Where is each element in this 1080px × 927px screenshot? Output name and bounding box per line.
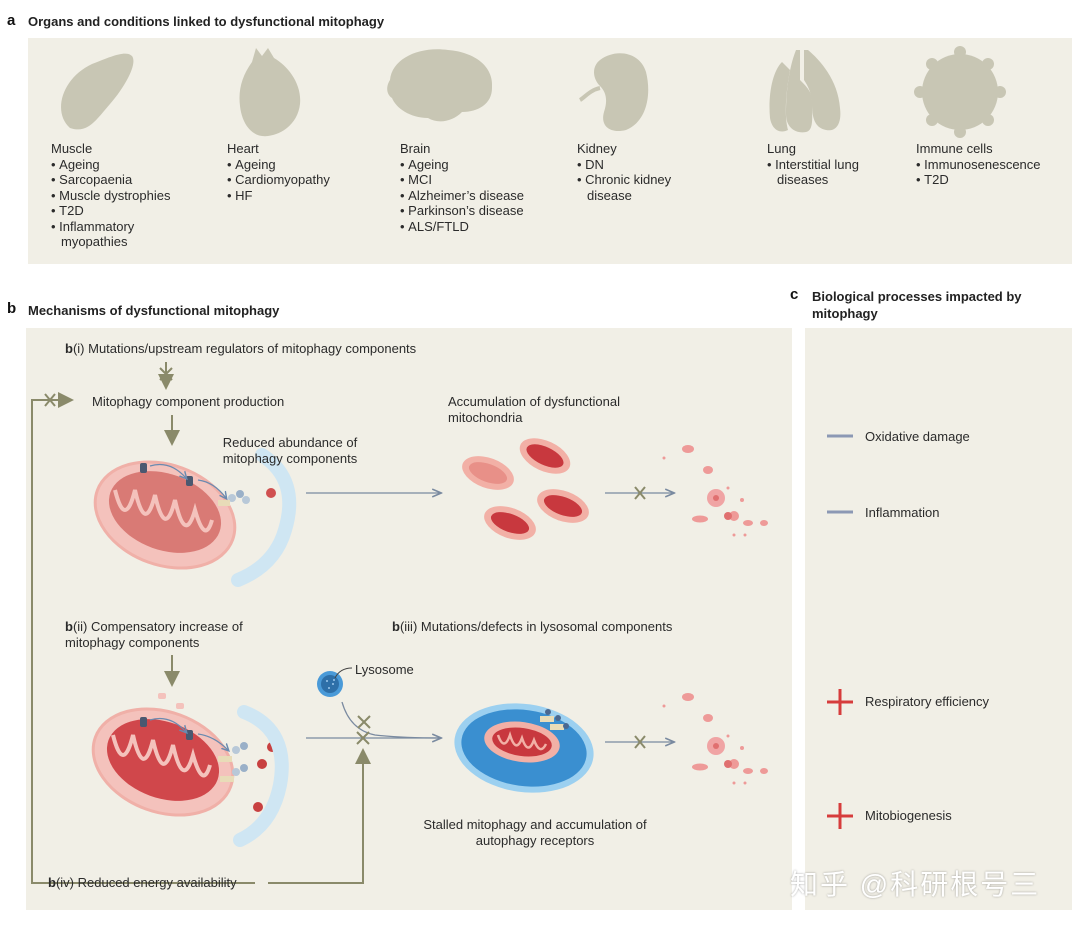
label-prefix: b (65, 341, 73, 356)
condition-item: Parkinson’s disease (400, 203, 570, 219)
heart-icon (239, 48, 301, 137)
kidney-icon (594, 53, 649, 132)
immune-cell-icon (914, 46, 1006, 138)
label-bii: b(ii) Compensatory increase of mitophagy… (65, 619, 265, 651)
organ-muscle: Muscle Ageing Sarcopaenia Muscle dystrop… (51, 141, 216, 250)
label-prefix: b (48, 875, 56, 890)
condition-item: Ageing (400, 157, 570, 173)
panel-c-title: Biological processes impacted by mitopha… (812, 289, 1022, 321)
block-x-icon (356, 731, 370, 745)
dysfunctional-mitochondria (462, 438, 589, 540)
label-text: (iv) Reduced energy availability (55, 875, 237, 890)
process-oxidative-damage: Oxidative damage (865, 429, 970, 444)
block-x-icon (357, 715, 371, 729)
organ-name: Heart (227, 141, 259, 156)
block-x-icon (634, 735, 646, 749)
label-stalled: Stalled mitophagy and accumulation of au… (423, 817, 647, 848)
label-text: (ii) Compensatory increase of mitophagy … (65, 619, 243, 650)
label-production: Mitophagy component production (92, 394, 285, 409)
mitochondrion-bottom (91, 707, 248, 817)
mitochondrial-fragments-bottom (662, 693, 768, 785)
energy-line (268, 748, 371, 884)
block-x-icon (44, 393, 56, 407)
block-x-icon (634, 486, 646, 500)
plus-icon (827, 803, 853, 829)
phagophore-top (231, 448, 297, 587)
label-biii: b(iii) Mutations/defects in lysosomal co… (392, 619, 672, 635)
process-respiratory-efficiency: Respiratory efficiency (865, 694, 990, 709)
condition-item: Inflammatory myopathies (51, 219, 161, 250)
organ-heart: Heart Ageing Cardiomyopathy HF (227, 141, 387, 203)
condition-item: Cardiomyopathy (227, 172, 387, 188)
organ-name: Immune cells (916, 141, 993, 156)
autolysosome (454, 703, 594, 793)
lung-icon (786, 50, 813, 133)
panel-b-title: Mechanisms of dysfunctional mitophagy (28, 303, 280, 318)
organ-immune-cells: Immune cells Immunosenescence T2D (916, 141, 1066, 188)
panel-a-title: Organs and conditions linked to dysfunct… (28, 14, 385, 29)
label-bi: b(i) Mutations/upstream regulators of mi… (65, 341, 416, 357)
panel-c-box (805, 328, 1072, 910)
condition-item: Muscle dystrophies (51, 188, 216, 204)
condition-item: Ageing (227, 157, 387, 173)
condition-item: HF (227, 188, 387, 204)
panel-b-letter: b (7, 300, 17, 317)
condition-item: DN (577, 157, 707, 173)
organ-kidney: Kidney DN Chronic kidney disease (577, 141, 707, 203)
label-prefix: b (65, 619, 73, 634)
mitochondrial-fragments-top (662, 445, 768, 537)
phagophore-bottom (233, 705, 289, 847)
label-biv: b(iv) Reduced energy availability (48, 875, 237, 891)
organ-name: Kidney (577, 141, 617, 156)
panel-c-letter: c (790, 286, 799, 303)
label-text: (iii) Mutations/defects in lysosomal com… (399, 619, 673, 634)
muscle-icon (61, 53, 134, 130)
label-text: (i) Mutations/upstream regulators of mit… (72, 341, 417, 356)
condition-item: Alzheimer’s disease (400, 188, 570, 204)
organ-name: Muscle (51, 141, 93, 156)
organ-name: Lung (767, 141, 796, 156)
panel-a-letter: a (7, 12, 16, 29)
plus-icon (827, 689, 853, 715)
condition-item: T2D (916, 172, 1066, 188)
organ-brain: Brain Ageing MCI Alzheimer’s disease Par… (400, 141, 570, 234)
organ-lung: Lung Interstitial lung diseases (767, 141, 887, 188)
label-prefix: b (392, 619, 400, 634)
block-x-icon (159, 367, 173, 381)
condition-item: MCI (400, 172, 570, 188)
condition-item: Immunosenescence (916, 157, 1066, 173)
process-inflammation: Inflammation (865, 505, 940, 520)
condition-item: Ageing (51, 157, 216, 173)
label-lysosome: Lysosome (355, 662, 414, 677)
mitochondrion-top (93, 460, 250, 570)
watermark: 知乎 @科研根号三 (790, 869, 1041, 900)
condition-item: ALS/FTLD (400, 219, 570, 235)
label-reduced-abundance: Reduced abundance of mitophagy component… (222, 435, 358, 466)
label-accumulation: Accumulation of dysfunctional mitochondr… (448, 394, 620, 425)
condition-item: Sarcopaenia (51, 172, 216, 188)
condition-item: Chronic kidney disease (577, 172, 707, 203)
brain-icon (387, 49, 493, 122)
condition-item: T2D (51, 203, 216, 219)
process-mitobiogenesis: Mitobiogenesis (865, 808, 952, 823)
condition-item: Interstitial lung diseases (767, 157, 892, 188)
organ-name: Brain (400, 141, 431, 156)
lysosome-icon (317, 671, 343, 697)
